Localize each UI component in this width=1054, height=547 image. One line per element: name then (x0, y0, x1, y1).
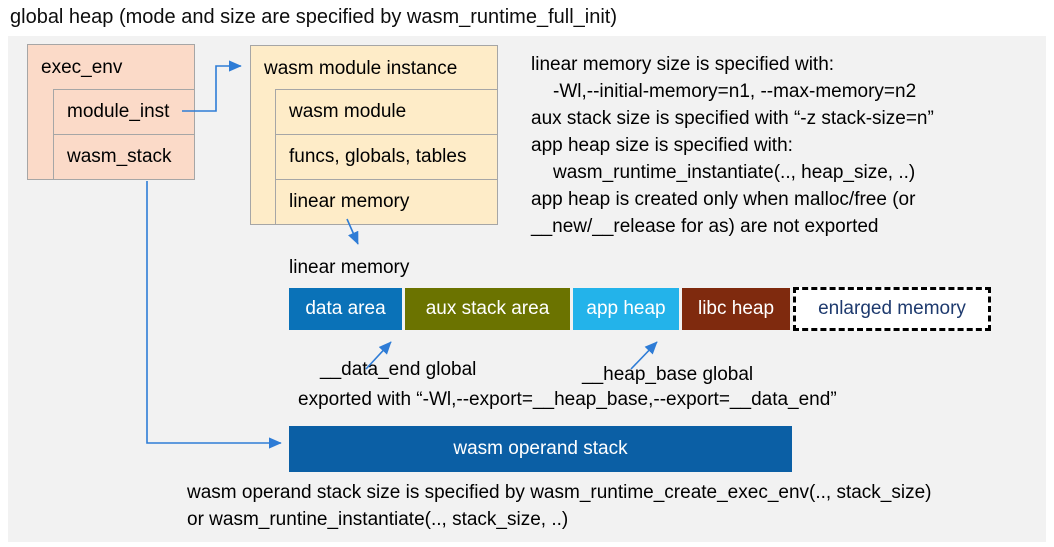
wasm-module-box: wasm module (275, 89, 498, 135)
heap-base-global-label: __heap_base global (582, 364, 754, 385)
module-inst-label: module_inst (67, 101, 170, 122)
segment-aux-stack-area: aux stack area (405, 288, 570, 330)
note-line: or wasm_runtine_instantiate(.., stack_si… (187, 509, 569, 530)
wasm-stack-label: wasm_stack (67, 146, 172, 167)
diagram-title: global heap (mode and size are specified… (10, 6, 617, 28)
wasm-module-label: wasm module (289, 101, 407, 122)
segment-enlarged-memory: enlarged memory (793, 287, 991, 331)
note-line: -Wl,--initial-memory=n1, --max-memory=n2 (553, 81, 917, 102)
module-inst-box: module_inst (53, 89, 195, 135)
note-line: app heap size is specified with: (531, 135, 793, 156)
linear-memory-label: linear memory (289, 257, 410, 278)
note-line: __new/__release for as) are not exported (531, 216, 879, 237)
linear-memory-row-label: linear memory (289, 191, 410, 212)
wasm-stack-box: wasm_stack (53, 134, 195, 180)
notes-bottom: wasm operand stack size is specified by … (187, 479, 1047, 533)
segment-app-heap: app heap (573, 288, 679, 330)
notes-right: linear memory size is specified with: -W… (531, 51, 1036, 240)
wasm-operand-stack-bar: wasm operand stack (289, 426, 792, 472)
linear-memory-row-box: linear memory (275, 179, 498, 225)
funcs-globals-tables-box: funcs, globals, tables (275, 134, 498, 180)
wasm-module-instance-label: wasm module instance (264, 58, 458, 79)
data-end-global-label: __data_end global (320, 359, 477, 380)
exported-with-label: exported with “-Wl,--export=__heap_base,… (298, 389, 837, 410)
exec-env-label: exec_env (41, 57, 123, 78)
note-line: wasm operand stack size is specified by … (187, 482, 932, 503)
segment-data-area: data area (289, 288, 402, 330)
note-line: wasm_runtime_instantiate(.., heap_size, … (553, 162, 916, 183)
segment-libc-heap: libc heap (682, 288, 790, 330)
note-line: aux stack size is specified with “-z sta… (531, 108, 934, 129)
funcs-globals-tables-label: funcs, globals, tables (289, 146, 467, 167)
note-line: linear memory size is specified with: (531, 54, 835, 75)
note-line: app heap is created only when malloc/fre… (531, 189, 916, 210)
